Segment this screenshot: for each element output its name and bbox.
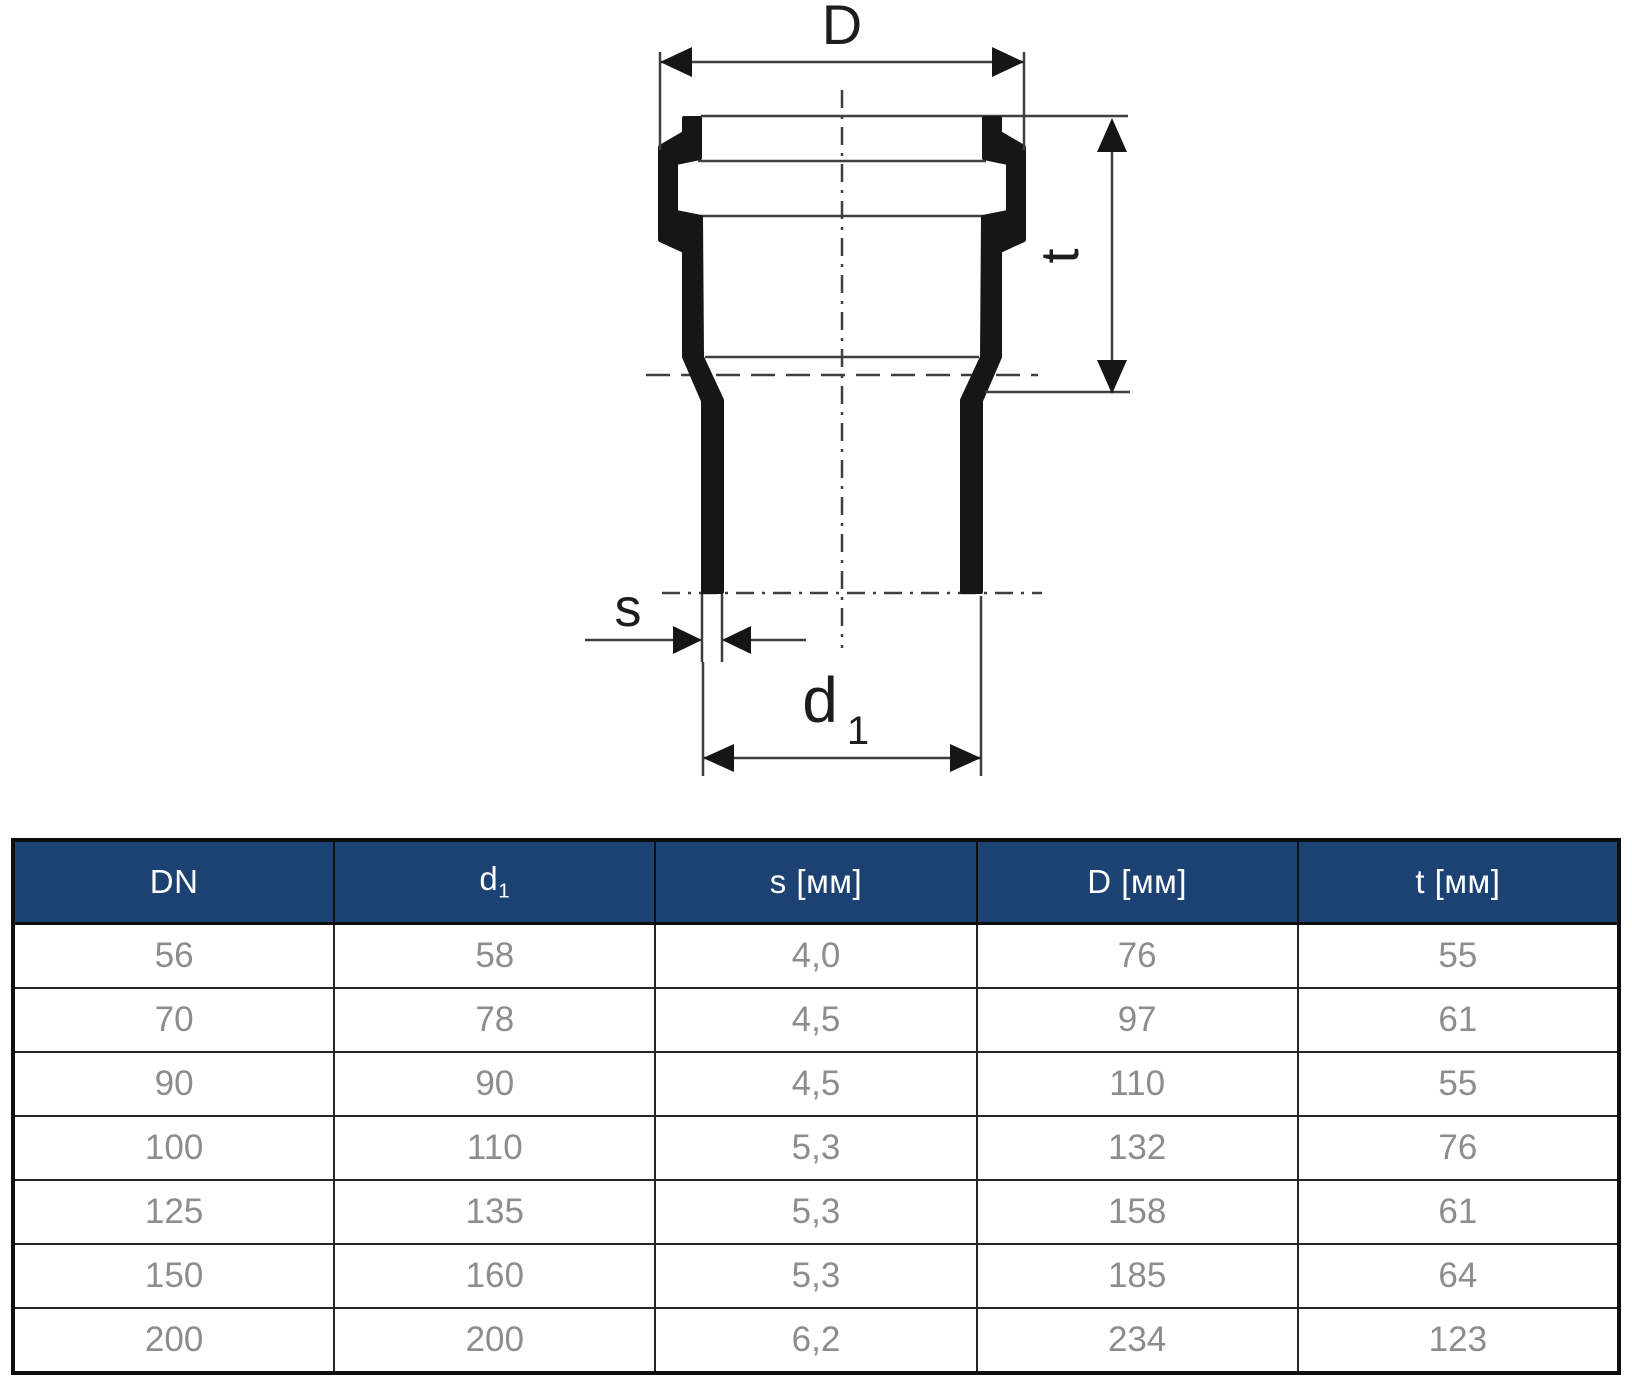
cell-outer-diameter: 158 xyxy=(975,1179,1299,1245)
cell-socket-depth: 61 xyxy=(1296,987,1621,1053)
dim-d1-arrow-right xyxy=(950,744,981,772)
table-row: 56 58 4,0 76 55 xyxy=(11,922,1621,989)
table-row: 100 110 5,3 132 76 xyxy=(11,1115,1621,1181)
cell-dn: 90 xyxy=(11,1051,336,1117)
fitting-wall-left xyxy=(658,116,724,594)
dim-s-label: s xyxy=(615,578,642,638)
dim-t-arrow-top xyxy=(1097,118,1127,152)
cell-socket-depth: 55 xyxy=(1296,922,1621,989)
dim-t-label: t xyxy=(1030,248,1090,263)
cell-socket-depth: 64 xyxy=(1296,1243,1621,1309)
dim-d1-label-subscript: 1 xyxy=(847,709,869,753)
column-header-d1-subscript: 1 xyxy=(498,879,511,903)
cell-s: 5,3 xyxy=(654,1243,978,1309)
table-row: 90 90 4,5 110 55 xyxy=(11,1051,1621,1117)
column-header-d1-main: d xyxy=(479,860,499,898)
table-row: 70 78 4,5 97 61 xyxy=(11,987,1621,1053)
dim-s-arrow-left xyxy=(673,626,702,654)
cell-socket-depth: 61 xyxy=(1296,1179,1621,1245)
fitting-wall-right xyxy=(960,116,1026,594)
table-row: 125 135 5,3 158 61 xyxy=(11,1179,1621,1245)
dim-d1-arrow-left xyxy=(703,744,734,772)
cell-outer-diameter: 110 xyxy=(975,1051,1299,1117)
cell-dn: 150 xyxy=(11,1243,336,1309)
cell-outer-diameter: 185 xyxy=(975,1243,1299,1309)
cell-d1: 58 xyxy=(333,922,657,989)
cell-s: 6,2 xyxy=(654,1307,978,1374)
dim-d-arrow-left xyxy=(660,47,692,77)
table-row: 150 160 5,3 185 64 xyxy=(11,1243,1621,1309)
column-header-d1: d1 xyxy=(333,839,657,925)
cell-d1: 110 xyxy=(333,1115,657,1181)
column-header-dn: DN xyxy=(11,839,336,925)
cell-outer-diameter: 76 xyxy=(975,922,1299,989)
column-header-s: s [мм] xyxy=(654,839,978,925)
dim-d1-label: d xyxy=(802,664,838,736)
cell-d1: 200 xyxy=(333,1307,657,1374)
cell-d1: 78 xyxy=(333,987,657,1053)
cell-s: 4,5 xyxy=(654,987,978,1053)
table-row: 200 200 6,2 234 123 xyxy=(11,1307,1621,1374)
column-header-outer-diameter: D [мм] xyxy=(975,839,1299,925)
dim-t-arrow-bottom xyxy=(1097,360,1127,394)
cell-outer-diameter: 132 xyxy=(975,1115,1299,1181)
pipe-socket-drawing: D t s xyxy=(585,0,1130,776)
cell-s: 5,3 xyxy=(654,1179,978,1245)
cell-d1: 90 xyxy=(333,1051,657,1117)
cell-outer-diameter: 97 xyxy=(975,987,1299,1053)
cell-socket-depth: 55 xyxy=(1296,1051,1621,1117)
cell-d1: 160 xyxy=(333,1243,657,1309)
dimensions-table: DN d1 s [мм] D [мм] t [мм] 56 58 4,0 76 … xyxy=(11,838,1621,1375)
header-row: DN d1 s [мм] D [мм] t [мм] xyxy=(11,839,1621,925)
cell-dn: 200 xyxy=(11,1307,336,1374)
dim-s-arrow-right xyxy=(722,626,751,654)
dim-d-label: D xyxy=(822,0,862,56)
cell-dn: 100 xyxy=(11,1115,336,1181)
cell-s: 5,3 xyxy=(654,1115,978,1181)
cell-socket-depth: 123 xyxy=(1296,1307,1621,1374)
cell-dn: 70 xyxy=(11,987,336,1053)
cell-outer-diameter: 234 xyxy=(975,1307,1299,1374)
cell-s: 4,0 xyxy=(654,922,978,989)
column-header-socket-depth: t [мм] xyxy=(1296,839,1621,925)
cell-d1: 135 xyxy=(333,1179,657,1245)
cell-dn: 56 xyxy=(11,922,336,989)
cell-dn: 125 xyxy=(11,1179,336,1245)
cell-s: 4,5 xyxy=(654,1051,978,1117)
dim-d-arrow-right xyxy=(992,47,1024,77)
cell-socket-depth: 76 xyxy=(1296,1115,1621,1181)
